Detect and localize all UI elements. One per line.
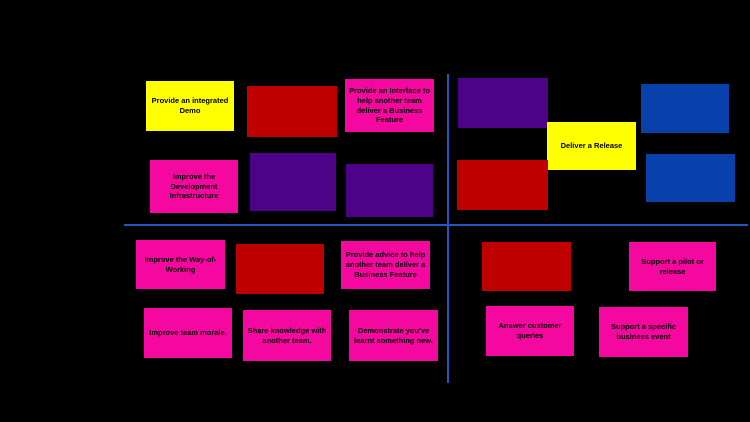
sticky-note: Provide an integrated Demo: [146, 81, 234, 131]
sticky-note: [247, 86, 337, 137]
sticky-note: Improve the Development Infrastructure: [150, 160, 238, 213]
sticky-note: Support a pilot or release: [629, 242, 716, 291]
sticky-note: Demonstrate you've learnt something new.: [349, 310, 438, 361]
sticky-note: [458, 78, 548, 128]
sticky-note: Improve the Way-of-Working: [136, 240, 225, 289]
sticky-note: Support a specific business event: [599, 307, 688, 357]
sticky-note: [236, 244, 324, 294]
sticky-note: [457, 160, 548, 210]
vertical-axis-line: [447, 74, 449, 383]
sticky-note: [641, 84, 729, 133]
sticky-note: [346, 164, 433, 217]
sticky-note: [646, 154, 735, 202]
sticky-note: Provide advice to help another team deli…: [341, 241, 430, 289]
sticky-note: Provide an Interface to help another tea…: [345, 79, 434, 132]
sticky-note: [250, 153, 336, 211]
sticky-note: Share knowledge with another team.: [243, 310, 331, 361]
sticky-note: [482, 242, 571, 291]
sticky-note: Deliver a Release: [547, 122, 636, 170]
sticky-note: Improve team morale.: [144, 308, 232, 358]
horizontal-axis-line: [124, 224, 748, 226]
sticky-note: Answer customer queries: [486, 306, 574, 356]
